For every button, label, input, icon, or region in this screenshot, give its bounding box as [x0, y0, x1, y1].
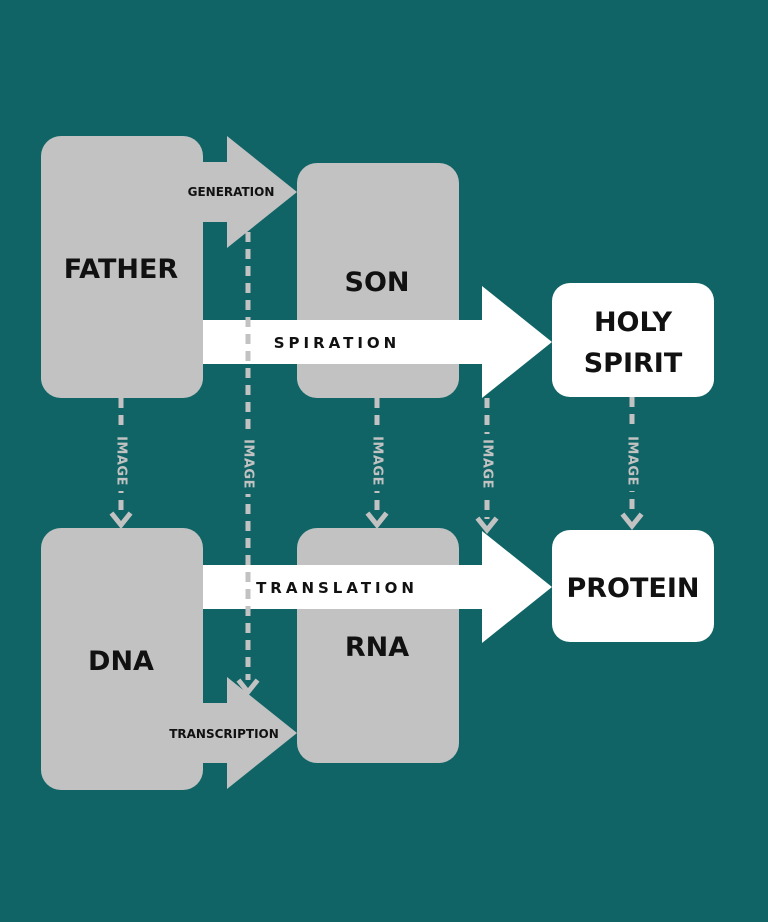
image-label-son-rna: IMAGE: [370, 436, 385, 486]
spiration-translation-arrowhead: [475, 516, 499, 535]
protein-box: [552, 530, 714, 642]
dna-box: [41, 528, 203, 790]
generation-transcription-arrowhead: [236, 678, 260, 697]
image-label-father-dna: IMAGE: [114, 436, 129, 486]
image-label-generation-transcription: IMAGE: [241, 439, 256, 489]
son-rna-arrowhead: [365, 511, 389, 530]
spiration-label: SPIRATION: [274, 334, 401, 352]
holy-spirit-box: [552, 283, 714, 397]
son-label: SON: [345, 267, 410, 298]
translation-label: TRANSLATION: [256, 579, 418, 597]
holy-spirit-label-line1: HOLY: [594, 307, 673, 338]
father-label: FATHER: [64, 254, 179, 285]
father-box: [41, 136, 203, 398]
generation-label: GENERATION: [188, 185, 275, 199]
protein-label: PROTEIN: [566, 573, 699, 604]
rna-label: RNA: [345, 632, 409, 663]
image-label-spiration-translation: IMAGE: [480, 439, 495, 489]
holy-spirit-label-line2: SPIRIT: [584, 348, 683, 379]
translation-arrow: [203, 531, 552, 643]
transcription-arrow: [203, 677, 297, 789]
dna-label: DNA: [88, 646, 154, 677]
image-label-holy-spirit-protein: IMAGE: [625, 436, 640, 486]
transcription-label: TRANSCRIPTION: [169, 727, 279, 741]
father-dna-arrowhead: [109, 511, 133, 530]
spiration-arrow: [203, 286, 552, 398]
generation-arrow: [203, 136, 297, 248]
holy-spirit-protein-arrowhead: [620, 512, 644, 531]
